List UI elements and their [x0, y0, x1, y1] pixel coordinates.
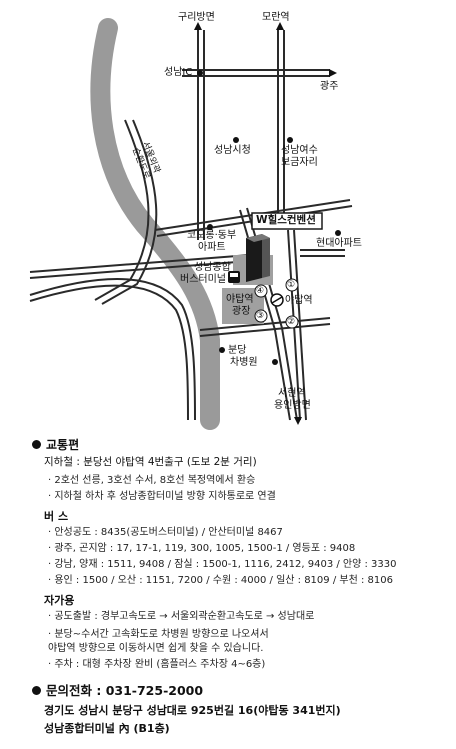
- label-exit-4: ④: [256, 286, 265, 296]
- bus-icon: [228, 271, 240, 283]
- subway-icon: [270, 293, 284, 307]
- transport-title: 교통편: [32, 436, 79, 453]
- label-yatap-plaza-2: 광장: [232, 306, 251, 317]
- label-moran: 모란역: [262, 12, 290, 23]
- car-bullet-1: · 공도출발 : 경부고속도로 → 서울외곽순환고속도로 → 성남대로: [48, 611, 315, 622]
- location-map: 구리방면 모란역 성남IC 광주 서울외곽 순환도로 성남시청 성남여수 보금자…: [29, 12, 362, 430]
- phone-title: 문의전화 : 031-725-2000: [32, 680, 203, 699]
- label-exit-2: ②: [287, 317, 296, 327]
- address-line-2: 성남종합터미널 內 (B1층): [44, 722, 170, 735]
- label-seohyeon-1: 서현역: [278, 388, 306, 399]
- bus-label: 버 스: [44, 510, 69, 523]
- car-bullet-2a: · 분당~수서간 고속화도로 차병원 방향으로 나오셔서: [48, 629, 269, 640]
- w-hills-building: [246, 234, 270, 282]
- label-seongnam-yeosu-1: 성남여수: [281, 145, 318, 156]
- label-yatap-plaza-1: 야탑역: [226, 294, 254, 305]
- subway-line: 지하철 : 분당선 야탑역 4번출구 (도보 2분 거리): [44, 456, 257, 468]
- subway-bullet-2: · 지하철 하차 후 성남종합터미널 방향 지하통로로 연결: [48, 491, 276, 502]
- bus-bullet-4: · 용인 : 1500 / 오산 : 1151, 7200 / 수원 : 400…: [48, 575, 393, 586]
- bullet-icon: [32, 686, 41, 695]
- label-seongnam-ic: 성남IC: [164, 67, 193, 78]
- label-yatap-station: 야탑역: [285, 295, 313, 306]
- label-terminal-1: 성남종합: [194, 262, 231, 273]
- bullet-icon: [32, 440, 41, 449]
- label-terminal-2: 버스터미널: [180, 274, 226, 285]
- label-bundang-2: 차병원: [230, 357, 258, 368]
- label-seohyeon-2: 용인방면: [274, 400, 311, 411]
- label-exit-3: ③: [256, 311, 265, 321]
- label-kolon-1: 코오롱·동부: [187, 230, 237, 241]
- bus-bullet-1: · 안성공도 : 8435(공도버스터미널) / 안산터미널 8467: [48, 527, 283, 538]
- subway-bullet-1: · 2호선 선릉, 3호선 수서, 8호선 복정역에서 환승: [48, 475, 256, 486]
- car-label: 자가용: [44, 594, 75, 607]
- label-seongnam-yeosu-2: 보금자리: [281, 157, 318, 168]
- label-exit-1: ①: [287, 280, 296, 290]
- label-kolon-2: 아파트: [198, 242, 226, 253]
- bus-bullet-3: · 강남, 양재 : 1511, 9408 / 잠실 : 1500-1, 111…: [48, 559, 397, 570]
- label-bundang-1: 분당: [228, 345, 247, 356]
- bus-bullet-2: · 광주, 곤지암 : 17, 17-1, 119, 300, 1005, 15…: [48, 543, 356, 554]
- label-city-hall: 성남시청: [214, 145, 251, 156]
- map-graphic: [29, 18, 353, 430]
- label-guri: 구리방면: [178, 12, 215, 23]
- label-hyundai-apt: 현대아파트: [316, 238, 362, 249]
- label-w-hills: W힐스컨벤션: [256, 214, 316, 226]
- car-bullet-2b: 야탑역 방향으로 이동하시면 쉽게 찾을 수 있습니다.: [48, 643, 264, 654]
- river: [90, 18, 220, 430]
- address-line-1: 경기도 성남시 분당구 성남대로 925번길 16(야탑동 341번지): [44, 704, 341, 717]
- car-bullet-3: · 주차 : 대형 주차장 완비 (홈플러스 주차장 4~6층): [48, 659, 266, 670]
- label-gwangju: 광주: [320, 81, 339, 92]
